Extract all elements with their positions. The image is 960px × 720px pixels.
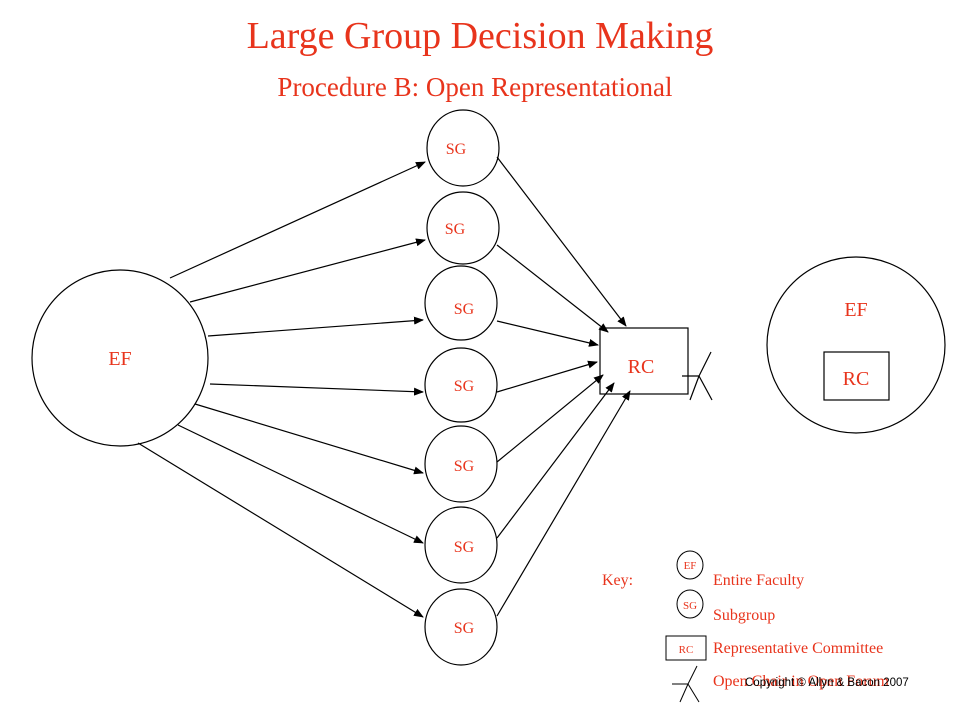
- legend-open-chair-icon: [672, 665, 700, 703]
- representative-committee-node: RC: [599, 327, 689, 395]
- diagram-title: Large Group Decision Making: [246, 15, 714, 57]
- arrow: [496, 390, 631, 617]
- arrow: [496, 156, 627, 327]
- arrow: [194, 403, 424, 475]
- legend: Key: EF Entire Faculty SG Subgroup RC Re…: [602, 550, 890, 703]
- ef-to-subgroup-arrows: [137, 161, 426, 618]
- arrow: [137, 442, 424, 618]
- subgroup-to-rc-arrows: [496, 156, 631, 617]
- arrow: [496, 382, 615, 539]
- arrow: [496, 244, 609, 333]
- subgroup-node: SG: [426, 191, 500, 265]
- arrow: [496, 374, 604, 463]
- arrow: [209, 383, 424, 396]
- subgroup-label: SG: [454, 539, 475, 556]
- subgroup-node: SG: [426, 109, 500, 187]
- arrow: [169, 161, 426, 279]
- legend-label: Key:: [602, 572, 633, 589]
- legend-symbol: RC: [679, 644, 694, 656]
- subgroup-node: SG: [424, 347, 498, 423]
- subgroup-node: SG: [424, 588, 498, 666]
- legend-text: Representative Committee: [713, 640, 883, 657]
- subgroup-label: SG: [454, 378, 475, 395]
- arrow: [189, 238, 426, 303]
- subgroup-label: SG: [446, 141, 467, 158]
- legend-text: Open Chair in Open Forum: [713, 673, 890, 690]
- subgroup-node: SG: [424, 425, 498, 503]
- copyright-notice: Copyright © Allyn & Bacon 2007: [745, 677, 909, 689]
- legend-symbol: EF: [684, 560, 697, 572]
- representative-committee-label: RC: [628, 356, 655, 378]
- arrow: [177, 424, 424, 544]
- entire-faculty-label: EF: [108, 348, 131, 370]
- diagram-subtitle: Procedure B: Open Representational: [277, 72, 673, 102]
- legend-symbol: SG: [683, 600, 697, 612]
- arrow: [496, 360, 598, 393]
- subgroup-label: SG: [454, 458, 475, 475]
- entire-faculty-node: EF: [31, 269, 209, 447]
- result-ef-node: EF RC: [766, 256, 946, 434]
- subgroup-label: SG: [445, 221, 466, 238]
- result-rc-label: RC: [843, 368, 870, 390]
- open-chair-icon: [682, 351, 713, 401]
- arrow: [207, 316, 424, 337]
- legend-text: Subgroup: [713, 607, 775, 624]
- subgroup-node: SG: [424, 265, 498, 341]
- arrow: [496, 320, 599, 347]
- subgroup-label: SG: [454, 620, 475, 637]
- subgroup-node: SG: [424, 506, 498, 584]
- legend-text: Entire Faculty: [713, 572, 804, 589]
- subgroup-label: SG: [454, 301, 475, 318]
- result-ef-label: EF: [844, 299, 867, 321]
